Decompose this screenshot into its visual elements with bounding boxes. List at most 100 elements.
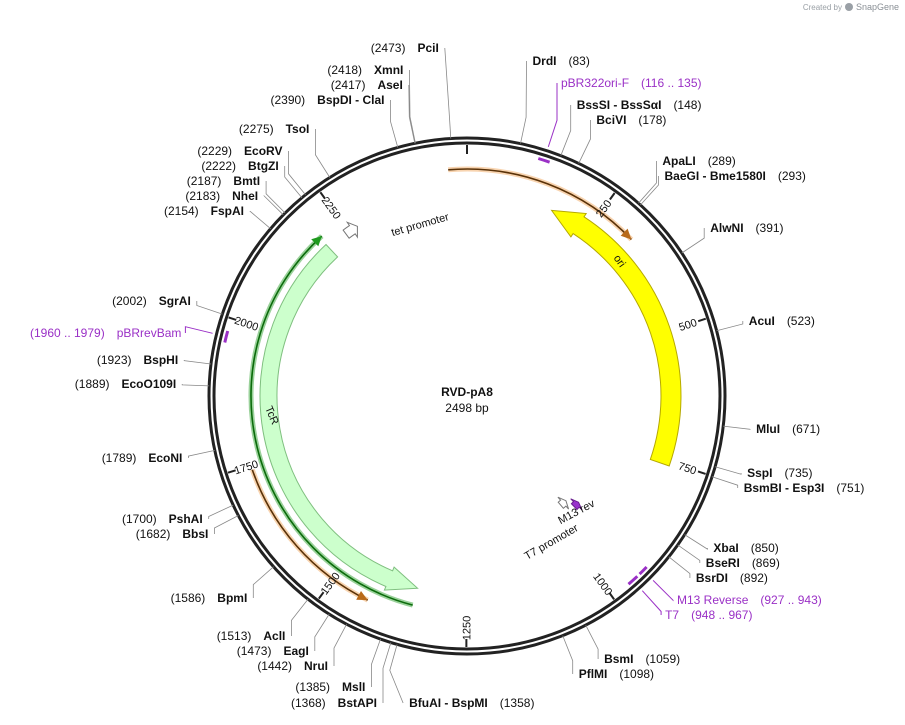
enzyme-leader-line xyxy=(213,515,239,534)
enzyme-label[interactable]: ApaLI(289) xyxy=(662,154,735,168)
enzyme-label[interactable]: (1889)EcoO109I xyxy=(75,377,176,391)
enzyme-label[interactable]: MluI(671) xyxy=(756,422,820,436)
primer-site[interactable]: T7(948 .. 967) xyxy=(627,575,753,622)
enzyme-site[interactable]: (2154)FspAI xyxy=(164,204,271,230)
enzyme-label[interactable]: (1385)MslI xyxy=(295,680,365,694)
enzyme-label[interactable]: DrdI(83) xyxy=(533,54,590,68)
enzyme-site[interactable]: (1385)MslI xyxy=(295,638,381,694)
enzyme-site[interactable]: AcuI(523) xyxy=(716,314,815,332)
enzyme-site[interactable]: (2473)PciI xyxy=(371,41,452,139)
enzyme-site[interactable]: (2275)TsoI xyxy=(239,122,331,178)
enzyme-leader-line xyxy=(389,644,404,704)
enzyme-label[interactable]: BsmI(1059) xyxy=(604,652,680,666)
enzyme-label[interactable]: XbaI(850) xyxy=(713,541,778,555)
enzyme-label[interactable]: (1700)PshAI xyxy=(122,512,203,526)
enzyme-site[interactable]: BfuAI - BspMI(1358) xyxy=(389,644,535,710)
enzyme-site[interactable]: BssSI - BssSαI(148) xyxy=(560,98,702,156)
enzyme-label[interactable]: BseRI(869) xyxy=(706,556,780,570)
enzyme-label[interactable]: BssSI - BssSαI(148) xyxy=(577,98,702,112)
enzyme-leader-line xyxy=(187,450,215,458)
enzyme-site[interactable]: PflMI(1098) xyxy=(562,635,654,681)
enzyme-label[interactable]: (2154)FspAI xyxy=(164,204,244,218)
enzyme-site[interactable]: BciVI(178) xyxy=(578,113,667,164)
enzyme-site[interactable]: (1442)NruI xyxy=(257,624,347,673)
enzyme-site[interactable]: (2390)BspDI - ClaI xyxy=(270,93,399,148)
enzyme-label[interactable]: BsmBI - Esp3I(751) xyxy=(744,481,865,495)
enzyme-name: TsoI xyxy=(286,122,310,136)
enzyme-site[interactable]: SspI(735) xyxy=(714,466,812,480)
enzyme-label[interactable]: BfuAI - BspMI(1358) xyxy=(409,696,534,710)
enzyme-label[interactable]: (1473)EagI xyxy=(237,644,309,658)
enzyme-site[interactable]: BaeGI - Bme1580I(293) xyxy=(640,169,806,206)
enzyme-label[interactable]: BciVI(178) xyxy=(596,113,666,127)
enzyme-site[interactable]: AlwNI(391) xyxy=(681,221,784,254)
enzyme-label[interactable]: AlwNI(391) xyxy=(710,221,783,235)
enzyme-label[interactable]: (2275)TsoI xyxy=(239,122,309,136)
enzyme-label[interactable]: SspI(735) xyxy=(747,466,812,480)
enzyme-position: (178) xyxy=(638,113,666,127)
enzyme-label[interactable]: (2418)XmnI xyxy=(327,63,403,77)
enzyme-label[interactable]: (2002)SgrAI xyxy=(112,294,191,308)
primer-site[interactable]: M13 Reverse(927 .. 943) xyxy=(638,565,822,607)
enzyme-site[interactable]: (2187)BmtI xyxy=(187,174,286,214)
enzyme-label[interactable]: (2187)BmtI xyxy=(187,174,260,188)
primer-label[interactable]: T7(948 .. 967) xyxy=(665,608,752,622)
enzyme-site[interactable]: (2229)EcoRV xyxy=(197,144,306,196)
enzyme-label[interactable]: (2417)AseI xyxy=(331,78,403,92)
primer-label[interactable]: (1960 .. 1979)pBRrevBam xyxy=(30,326,181,340)
enzyme-label[interactable]: (1442)NruI xyxy=(257,659,328,673)
enzyme-label[interactable]: (1513)AclI xyxy=(217,629,286,643)
enzyme-site[interactable]: (2222)BtgZI xyxy=(201,159,303,198)
enzyme-label[interactable]: BaeGI - Bme1580I(293) xyxy=(665,169,806,183)
primer-label[interactable]: M13 Reverse(927 .. 943) xyxy=(677,593,822,607)
enzyme-site[interactable]: (1789)EcoNI xyxy=(102,450,215,465)
enzyme-site[interactable]: (1923)BspHI xyxy=(97,353,212,367)
enzyme-site[interactable]: BsmBI - Esp3I(751) xyxy=(711,476,865,495)
enzyme-site[interactable]: MluI(671) xyxy=(723,422,820,436)
enzyme-site[interactable]: (1889)EcoO109I xyxy=(75,377,210,391)
enzyme-name: BsrDI xyxy=(696,571,728,585)
enzyme-site[interactable]: XbaI(850) xyxy=(684,534,779,555)
enzyme-site[interactable]: (2417)AseI xyxy=(331,78,416,144)
enzyme-site[interactable]: ApaLI(289) xyxy=(638,154,736,204)
enzyme-site[interactable]: (2183)NheI xyxy=(185,189,284,216)
enzyme-label[interactable]: (2473)PciI xyxy=(371,41,439,55)
plasmid-length: 2498 bp xyxy=(445,401,489,415)
enzyme-site[interactable]: (1682)BbsI xyxy=(136,515,239,542)
enzyme-label[interactable]: (1368)BstAPI xyxy=(291,696,377,710)
enzyme-leader-line xyxy=(711,476,739,488)
enzyme-site[interactable]: (1700)PshAI xyxy=(122,504,234,526)
enzyme-name: BaeGI - Bme1580I xyxy=(665,169,766,183)
enzyme-label[interactable]: (2390)BspDI - ClaI xyxy=(270,93,384,107)
enzyme-label[interactable]: (2222)BtgZI xyxy=(201,159,278,173)
enzyme-label[interactable]: (1682)BbsI xyxy=(136,527,209,541)
primer-leader-line xyxy=(547,83,558,148)
enzyme-label[interactable]: (1586)BpmI xyxy=(171,591,248,605)
feature-tcr xyxy=(259,243,419,591)
tick-mark xyxy=(697,317,707,323)
enzyme-label[interactable]: (2183)NheI xyxy=(185,189,258,203)
enzyme-label[interactable]: BsrDI(892) xyxy=(696,571,768,585)
enzyme-site[interactable]: (1473)EagI xyxy=(237,613,330,658)
enzyme-label[interactable]: (1923)BspHI xyxy=(97,353,178,367)
enzyme-site[interactable]: (2002)SgrAI xyxy=(112,294,223,315)
enzyme-label[interactable]: (1789)EcoNI xyxy=(102,451,183,465)
enzyme-label[interactable]: (2229)EcoRV xyxy=(197,144,282,158)
enzyme-site[interactable]: (1513)AclI xyxy=(217,598,309,643)
primer-label[interactable]: pBR322ori-F(116 .. 135) xyxy=(561,76,702,90)
tick-label: 750 xyxy=(677,460,698,477)
enzyme-site[interactable]: BsmI(1059) xyxy=(585,624,680,666)
enzyme-label[interactable]: AcuI(523) xyxy=(749,314,815,328)
enzyme-site[interactable]: BseRI(869) xyxy=(677,544,780,570)
enzyme-site[interactable]: BsrDI(892) xyxy=(668,556,768,585)
enzyme-name: EagI xyxy=(283,644,308,658)
enzyme-label[interactable]: PflMI(1098) xyxy=(579,667,654,681)
enzyme-site[interactable]: (1368)BstAPI xyxy=(291,642,392,711)
enzyme-position: (2390) xyxy=(270,93,305,107)
primer-site[interactable]: pBR322ori-F(116 .. 135) xyxy=(537,76,702,164)
primer-site[interactable]: (1960 .. 1979)pBRrevBam xyxy=(30,326,230,343)
enzyme-position: (1889) xyxy=(75,377,110,391)
enzyme-site[interactable]: (2418)XmnI xyxy=(327,63,416,144)
enzyme-site[interactable]: (1586)BpmI xyxy=(171,566,274,605)
enzyme-site[interactable]: DrdI(83) xyxy=(520,54,590,144)
